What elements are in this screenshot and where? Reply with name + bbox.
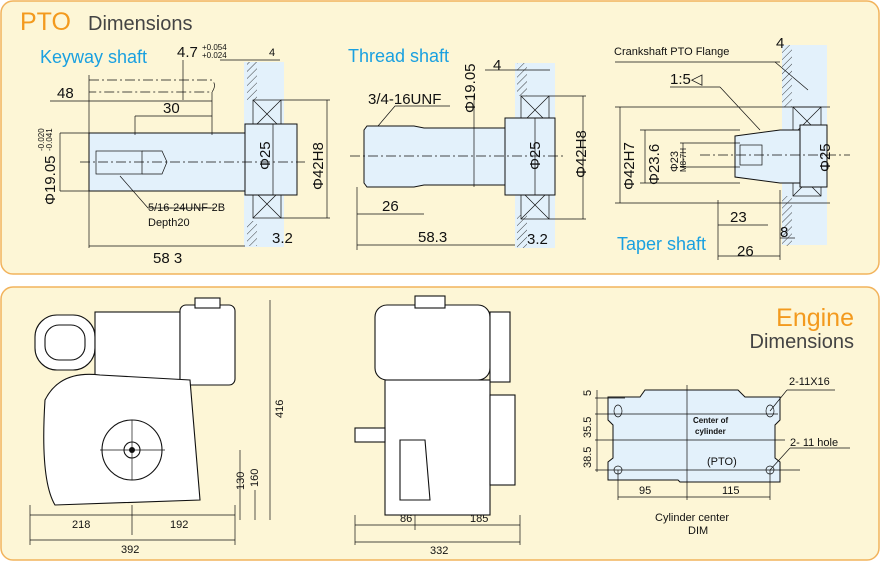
svg-text:192: 192 (170, 519, 188, 531)
svg-text:Φ25: Φ25 (817, 143, 834, 172)
crankshaft-flange-note: Crankshaft PTO Flange (614, 46, 729, 58)
svg-text:58 3: 58 3 (153, 250, 182, 267)
svg-text:26: 26 (737, 243, 754, 260)
keyway-shaft-drawing: Keyway shaft 4.7 +0.054 +0.024 4 48 30 Φ (37, 43, 330, 267)
svg-text:4: 4 (776, 35, 784, 52)
svg-text:115: 115 (722, 485, 740, 497)
engine-title-accent: Engine (776, 304, 854, 332)
svg-text:Φ42H8: Φ42H8 (573, 130, 590, 178)
svg-text:DIM: DIM (688, 525, 708, 537)
svg-text:48: 48 (57, 85, 74, 102)
slot-hole-note: 2-11X16 (789, 376, 830, 388)
pto-title: Dimensions (88, 13, 192, 35)
svg-text:1:5◁: 1:5◁ (670, 71, 703, 88)
svg-text:30: 30 (163, 100, 180, 117)
svg-text:-0.020: -0.020 (37, 128, 46, 151)
svg-text:23: 23 (730, 209, 747, 226)
round-hole-note: 2- 11 hole (790, 437, 838, 449)
engine-front-view: 218 192 392 416 160 130 (29, 297, 286, 556)
svg-text:+0.054: +0.054 (202, 43, 227, 52)
svg-text:26: 26 (382, 198, 399, 215)
svg-text:86: 86 (400, 513, 412, 525)
svg-text:Φ23.6: Φ23.6 (646, 144, 663, 185)
svg-text:Center of: Center of (693, 416, 728, 425)
svg-text:Φ42H8: Φ42H8 (310, 142, 327, 190)
svg-text:3.2: 3.2 (527, 231, 548, 248)
svg-text:35.5: 35.5 (582, 417, 594, 438)
svg-text:5/16-24UNF-2B: 5/16-24UNF-2B (148, 202, 225, 214)
svg-text:+0.024: +0.024 (202, 51, 227, 60)
svg-text:cylinder: cylinder (695, 427, 726, 436)
svg-text:160: 160 (249, 469, 261, 487)
svg-text:Φ23: Φ23 (669, 151, 681, 172)
keyway-diameter-dim: Φ19.05 (42, 155, 59, 205)
svg-text:4: 4 (493, 57, 501, 74)
svg-text:Cylinder center: Cylinder center (655, 512, 729, 524)
svg-text:Φ25: Φ25 (527, 141, 544, 170)
svg-text:95: 95 (639, 485, 651, 497)
keyway-shaft-label: Keyway shaft (40, 47, 147, 67)
svg-text:3.2: 3.2 (272, 230, 293, 247)
svg-text:185: 185 (470, 513, 488, 525)
svg-text:5: 5 (582, 390, 594, 396)
svg-text:-0.041: -0.041 (45, 128, 54, 151)
thread-shaft-drawing: Thread shaft 3/4-16UNF Φ19.05 4 Φ25 Φ42H… (348, 46, 590, 250)
svg-text:Φ25: Φ25 (257, 141, 274, 170)
svg-text:218: 218 (72, 519, 90, 531)
svg-text:332: 332 (430, 545, 448, 557)
pto-title-accent: PTO (20, 8, 71, 36)
svg-text:38.5: 38.5 (582, 447, 594, 468)
svg-text:Φ19.05: Φ19.05 (462, 63, 479, 113)
svg-text:(PTO): (PTO) (707, 456, 737, 468)
base-mounting-diagram: 2-11X16 2- 11 hole Center of cylinder (P… (582, 376, 850, 537)
thread-shaft-label: Thread shaft (348, 46, 449, 66)
taper-shaft-label: Taper shaft (617, 234, 706, 254)
keyway-width-dim: 4.7 (177, 44, 198, 61)
svg-text:3/4-16UNF: 3/4-16UNF (368, 91, 441, 108)
svg-text:416: 416 (274, 400, 286, 418)
svg-text:M8-7H: M8-7H (679, 148, 688, 172)
engine-side-view: 86 185 332 (354, 295, 521, 557)
svg-text:130: 130 (235, 472, 247, 490)
svg-text:58.3: 58.3 (418, 229, 447, 246)
svg-text:8: 8 (780, 224, 788, 241)
svg-text:Depth20: Depth20 (148, 217, 190, 229)
engine-title: Dimensions (750, 331, 854, 353)
svg-text:392: 392 (121, 544, 139, 556)
svg-text:Φ42H7: Φ42H7 (621, 142, 638, 190)
svg-text:4: 4 (269, 47, 275, 59)
taper-shaft-drawing: Crankshaft PTO Flange 4 1:5◁ Φ42H7 Φ23.6… (614, 35, 850, 260)
